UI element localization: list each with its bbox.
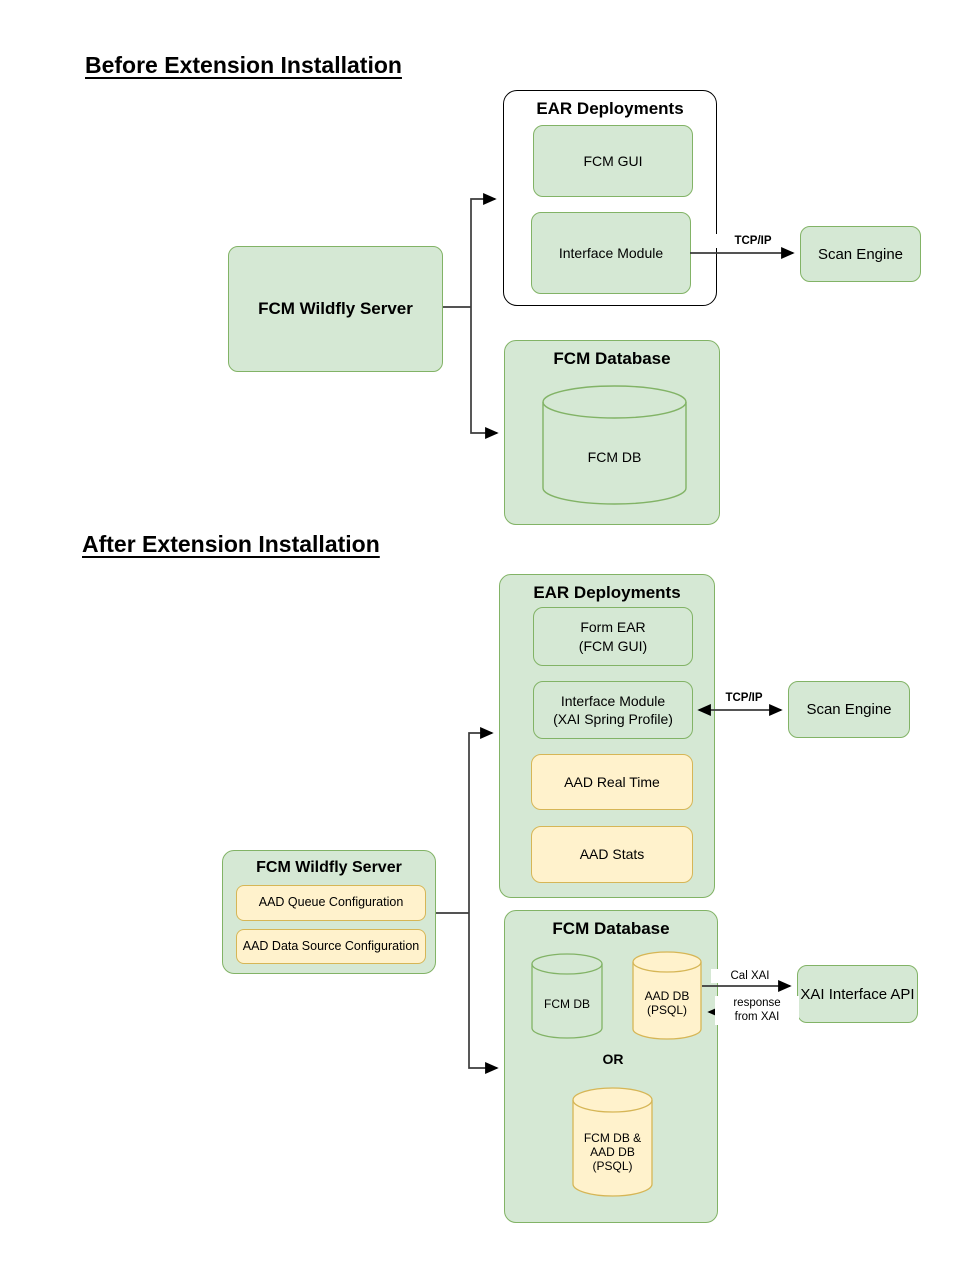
call-xai-edge-label: Cal XAI — [711, 969, 789, 984]
before-fcm-database-title: FCM Database — [553, 349, 671, 368]
aad-db-label: AAD DB (PSQL) — [644, 988, 690, 1017]
before-fcm-gui-box: FCM GUI — [533, 125, 693, 197]
after-fcm-wildfly-server-title: FCM Wildfly Server — [256, 859, 402, 876]
before-fcm-wildfly-server-box: FCM Wildfly Server — [228, 246, 443, 372]
combined-db-label: FCM DB & AAD DB (PSQL) — [583, 1131, 642, 1173]
before-scan-engine-label: Scan Engine — [817, 245, 904, 263]
before-interface-module-label: Interface Module — [558, 244, 664, 261]
aad-real-time-label: AAD Real Time — [564, 773, 660, 790]
after-section-title: After Extension Installation — [82, 531, 380, 557]
after-ear-deployments-title: EAR Deployments — [533, 583, 681, 602]
cylinder-shape-icon — [572, 1087, 653, 1197]
after-arrow-to-ear — [468, 727, 494, 913]
cylinder-shape-icon — [632, 951, 702, 1040]
before-section-title: Before Extension Installation — [85, 52, 402, 78]
form-ear-label: Form EAR (FCM GUI) — [578, 619, 648, 654]
after-ear-deployments-box: EAR Deployments Form EAR (FCM GUI) Inter… — [499, 574, 715, 898]
xai-interface-api-box: XAI Interface API — [797, 965, 918, 1023]
after-tcpip-edge-label: TCP/IP — [725, 692, 763, 704]
aad-queue-configuration-box: AAD Queue Configuration — [236, 885, 426, 921]
aad-stats-label: AAD Stats — [579, 846, 645, 863]
before-fcm-db-cylinder: FCM DB — [542, 385, 687, 505]
xai-interface-api-label: XAI Interface API — [800, 985, 915, 1003]
form-ear-box: Form EAR (FCM GUI) — [533, 607, 693, 666]
before-fcm-gui-label: FCM GUI — [583, 152, 643, 169]
before-fcm-db-label: FCM DB — [587, 449, 642, 465]
before-scan-engine-box: Scan Engine — [800, 226, 921, 282]
after-interface-module-label: Interface Module (XAI Spring Profile) — [553, 692, 673, 727]
before-fcm-wildfly-server-label: FCM Wildfly Server — [258, 299, 413, 318]
after-arrow-to-database — [468, 913, 499, 1074]
after-fcm-db-cylinder: FCM DB — [531, 953, 603, 1039]
response-from-xai-edge-label: response from XAI — [715, 996, 799, 1025]
after-fcm-database-title: FCM Database — [552, 919, 670, 938]
before-tcpip-edge-label: TCP/IP — [713, 234, 793, 249]
or-label: OR — [602, 1051, 624, 1067]
aad-stats-box: AAD Stats — [531, 826, 693, 883]
cylinder-shape-icon — [531, 953, 603, 1039]
before-ear-deployments-box: EAR Deployments FCM GUI Interface Module — [503, 90, 717, 306]
after-scan-engine-box: Scan Engine — [788, 681, 910, 738]
after-scan-engine-label: Scan Engine — [806, 701, 892, 718]
before-ear-deployments-title: EAR Deployments — [536, 99, 684, 118]
aad-real-time-box: AAD Real Time — [531, 754, 693, 810]
after-fcm-wildfly-server-box: FCM Wildfly Server AAD Queue Configurati… — [222, 850, 436, 974]
combined-db-cylinder: FCM DB & AAD DB (PSQL) — [572, 1087, 653, 1197]
before-interface-module-box: Interface Module — [531, 212, 691, 294]
aad-data-source-configuration-box: AAD Data Source Configuration — [236, 929, 426, 964]
before-arrow-to-database — [470, 307, 499, 439]
after-interface-module-box: Interface Module (XAI Spring Profile) — [533, 681, 693, 739]
after-fcm-db-label: FCM DB — [544, 997, 590, 1011]
cylinder-shape-icon — [542, 385, 687, 505]
aad-db-cylinder: AAD DB (PSQL) — [632, 951, 702, 1040]
before-arrow-to-ear — [470, 193, 497, 307]
aad-data-source-configuration-label: AAD Data Source Configuration — [242, 938, 420, 953]
aad-queue-configuration-label: AAD Queue Configuration — [258, 895, 404, 910]
